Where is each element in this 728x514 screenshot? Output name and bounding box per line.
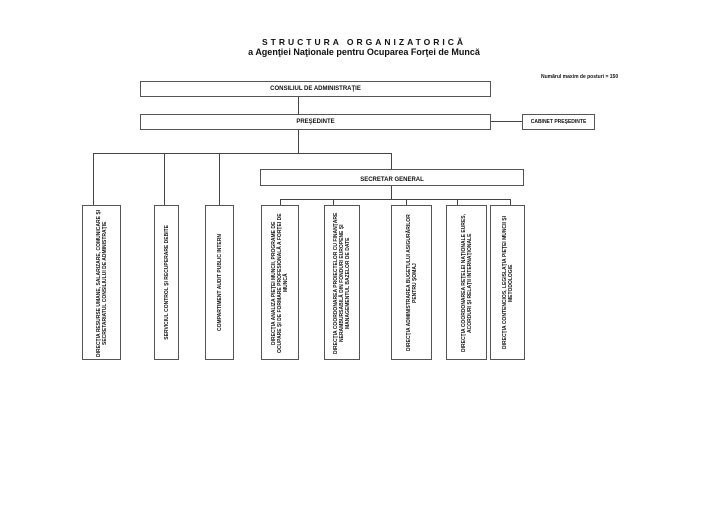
node-cabinet: CABINET PREŞEDINTE bbox=[522, 114, 595, 130]
department-label: DIRECŢIA COORDONAREA REŢELEI NAŢIONALE E… bbox=[460, 213, 473, 352]
department-box: DIRECŢIA ANALIZA PIEŢEI MUNCII, PROGRAME… bbox=[261, 205, 299, 360]
node-label: CONSILIUL DE ADMINISTRAŢIE bbox=[270, 86, 361, 92]
department-label: DIRECŢIA ANALIZA PIEŢEI MUNCII, PROGRAME… bbox=[271, 212, 289, 353]
connector bbox=[93, 153, 94, 205]
connector bbox=[406, 199, 407, 205]
node-council: CONSILIUL DE ADMINISTRAŢIE bbox=[140, 81, 491, 97]
department-box: DIRECŢIA COORDONAREA REŢELEI NAŢIONALE E… bbox=[446, 205, 487, 360]
connector bbox=[280, 199, 281, 205]
connector bbox=[491, 121, 522, 122]
node-president: PREŞEDINTE bbox=[140, 114, 491, 130]
node-label: PREŞEDINTE bbox=[296, 119, 335, 125]
department-label: SERVICIUL CONTROL ŞI RECUPERARE DEBITE bbox=[163, 225, 170, 340]
department-box: DIRECŢIA COORDONAREA PROIECTELOR CU FINA… bbox=[324, 205, 360, 360]
connector bbox=[391, 186, 392, 199]
connector bbox=[457, 199, 458, 205]
node-label: CABINET PREŞEDINTE bbox=[530, 119, 587, 125]
department-label: DIRECŢIA CONTENCIOS, LEGISLAŢIA PIEŢEI M… bbox=[501, 216, 514, 349]
posts-note: Numărul maxim de posturi = 150 bbox=[541, 74, 619, 80]
department-box: DIRECŢIA CONTENCIOS, LEGISLAŢIA PIEŢEI M… bbox=[490, 205, 525, 360]
connector bbox=[219, 153, 220, 205]
department-box: DIRECŢIA ADMINISTRAREA BUGETULUI ASIGURĂ… bbox=[391, 205, 432, 360]
department-box: COMPARTIMENT AUDIT PUBLIC INTERN bbox=[205, 205, 234, 360]
chart-subtitle: a Agenţiei Naţionale pentru Ocuparea For… bbox=[248, 47, 480, 57]
department-label: COMPARTIMENT AUDIT PUBLIC INTERN bbox=[216, 234, 223, 331]
connector bbox=[298, 97, 299, 114]
connector bbox=[333, 199, 334, 205]
connector bbox=[298, 130, 299, 153]
department-box: DIRECŢIA RESURSE UMANE, SALARIZARE, COMU… bbox=[82, 205, 121, 360]
department-label: DIRECŢIA RESURSE UMANE, SALARIZARE, COMU… bbox=[95, 208, 108, 357]
connector bbox=[510, 199, 511, 205]
connector bbox=[391, 153, 392, 169]
department-label: DIRECŢIA COORDONAREA PROIECTELOR CU FINA… bbox=[333, 211, 351, 354]
department-box: SERVICIUL CONTROL ŞI RECUPERARE DEBITE bbox=[154, 205, 179, 360]
node-secretary: SECRETAR GENERAL bbox=[260, 169, 524, 186]
node-label: SECRETAR GENERAL bbox=[360, 177, 424, 183]
department-label: DIRECŢIA ADMINISTRAREA BUGETULUI ASIGURĂ… bbox=[405, 214, 418, 351]
connector bbox=[164, 153, 165, 205]
chart-title: STRUCTURA ORGANIZATORICĂ bbox=[261, 37, 467, 47]
connector bbox=[280, 199, 511, 200]
connector bbox=[93, 153, 392, 154]
